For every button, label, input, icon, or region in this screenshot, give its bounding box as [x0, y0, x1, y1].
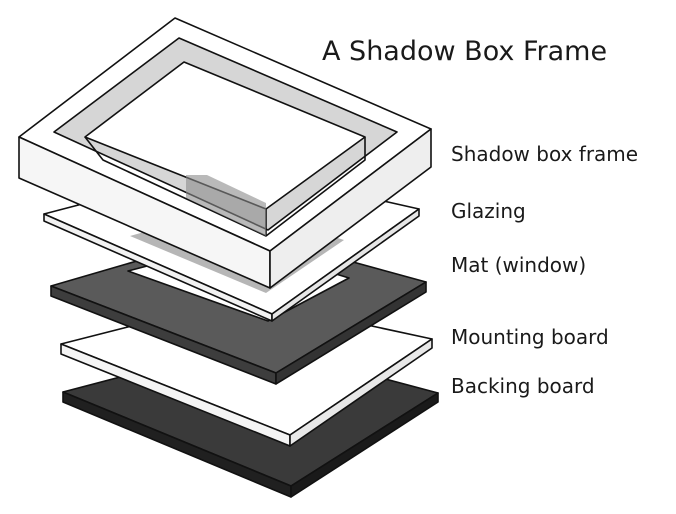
frame-glass-shadow: [186, 175, 266, 236]
label-backing-board: Backing board: [451, 374, 595, 398]
shadow-box-frame: [18, 17, 432, 289]
label-mounting-board: Mounting board: [451, 325, 609, 349]
frame-side-face: [269, 128, 432, 289]
glazing-side: [271, 208, 420, 322]
mounting-board-side: [289, 338, 433, 447]
diagram-title: A Shadow Box Frame: [322, 36, 608, 67]
label-mat-window: Mat (window): [451, 253, 587, 277]
label-glazing: Glazing: [451, 199, 526, 223]
label-shadow-box-frame: Shadow box frame: [451, 142, 639, 166]
mat-side: [275, 281, 427, 385]
backing-board-side: [290, 392, 439, 498]
